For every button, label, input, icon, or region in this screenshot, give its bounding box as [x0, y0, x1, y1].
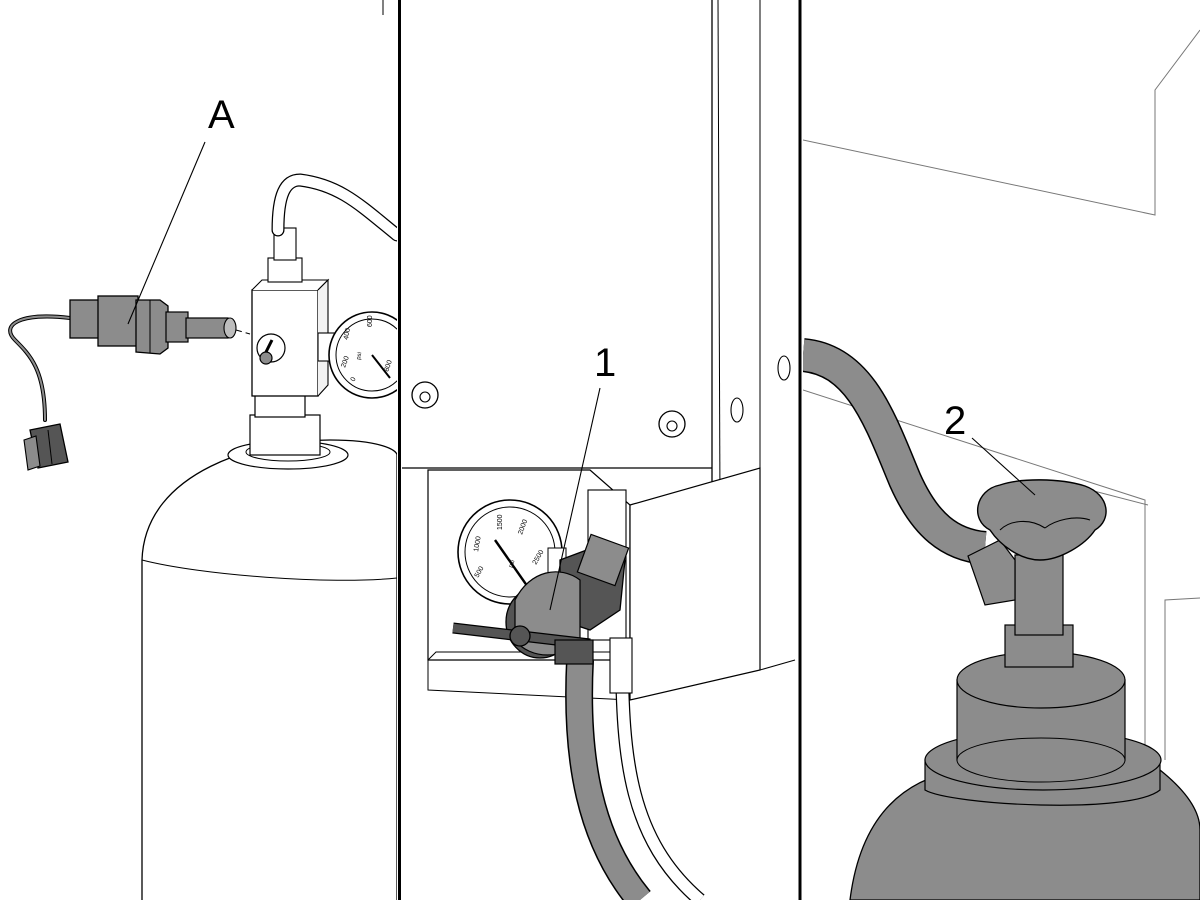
callout-label-A: A [208, 93, 235, 137]
gauge-left-unit: psi [356, 352, 363, 361]
gauge-middle-unit: psi [508, 559, 516, 568]
callout-label-2: 2 [944, 399, 966, 443]
cylinder-handwheel-2 [977, 479, 1107, 561]
gauge-middle-tick-0: 500 [474, 565, 486, 579]
panel-right: 2 [803, 29, 1200, 900]
screw-left [411, 381, 439, 409]
callout-line-1 [549, 387, 601, 611]
gauge-middle-tick-1: 1000 [473, 536, 483, 553]
panel-middle: 500 1000 1500 2000 2500 psi 1 [402, 0, 796, 900]
cabinet-panel [402, 0, 712, 468]
gauge-middle-tick-3: 2000 [517, 519, 529, 536]
callout-label-1: 1 [594, 341, 616, 385]
gauge-left-tick-4: 800 [383, 359, 394, 372]
callout-line-2 [971, 437, 1036, 496]
callout-line-A [127, 141, 206, 325]
screw-right [658, 410, 686, 438]
pressure-gauge-left: 0 200 400 600 800 psi [328, 311, 397, 399]
gauge-left-tick-3: 600 [367, 315, 374, 327]
gauge-middle-tick-2: 1500 [497, 514, 504, 530]
pressure-sensor-A [69, 295, 251, 355]
regulator-knob-1 [452, 533, 630, 665]
electrical-plug [23, 423, 69, 471]
gauge-left-tick-1: 200 [340, 355, 351, 368]
panel-left: 0 200 400 600 800 psi A [8, 0, 397, 900]
sensor-cable [8, 314, 72, 422]
gas-cylinder [141, 439, 397, 900]
gauge-left-tick-0: 0 [350, 376, 358, 383]
gauge-left-tick-2: 400 [343, 328, 352, 341]
